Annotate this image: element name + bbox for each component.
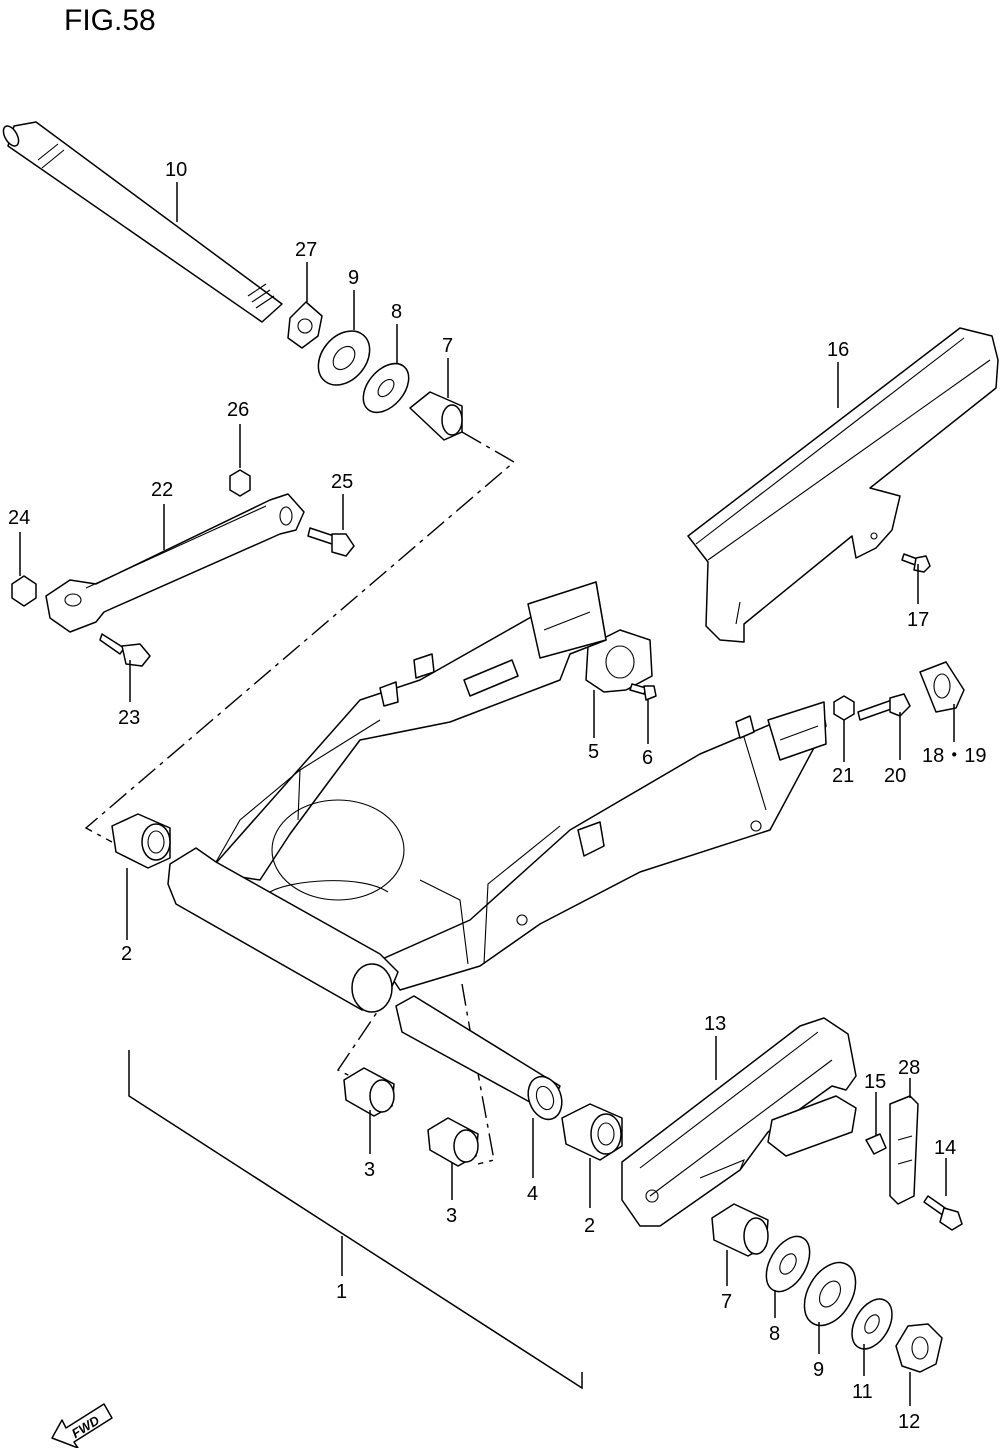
part-7-bushing-top[interactable]	[409, 391, 463, 441]
part-9-washer-lower[interactable]	[794, 1254, 866, 1335]
callout-20: 20	[884, 765, 906, 787]
callout-22: 22	[151, 479, 173, 501]
callout-11: 11	[852, 1381, 873, 1403]
callout-2-left: 2	[121, 943, 132, 965]
part-8-washer-lower[interactable]	[757, 1229, 818, 1299]
part-7-bushing-lower[interactable]	[711, 1203, 769, 1257]
part-6-screw[interactable]	[629, 683, 657, 701]
callout-18-19: 18・19	[922, 745, 987, 767]
part-11-washer[interactable]	[844, 1292, 900, 1356]
part-27-adjust-nut[interactable]	[287, 301, 323, 349]
part-20-adjuster-bolt[interactable]	[857, 693, 911, 721]
part-4-pivot-collar[interactable]	[395, 995, 568, 1124]
part-3-bushing-lower[interactable]	[427, 1117, 479, 1167]
part-1-swingarm[interactable]	[167, 581, 827, 1013]
part-3-bushing-upper[interactable]	[343, 1067, 395, 1117]
callout-21: 21	[832, 765, 854, 787]
callout-27: 27	[295, 239, 317, 261]
part-5-plate[interactable]	[585, 629, 653, 693]
part-14-bolt[interactable]	[923, 1195, 963, 1231]
part-26-nut[interactable]	[229, 469, 251, 497]
part-24-nut[interactable]	[11, 575, 37, 607]
part-23-bolt[interactable]	[99, 633, 151, 667]
callout-16: 16	[827, 339, 849, 361]
callout-9-lower: 9	[813, 1359, 824, 1381]
callout-7-top: 7	[442, 335, 453, 357]
callout-3-lower: 3	[446, 1205, 457, 1227]
callout-4: 4	[527, 1183, 538, 1205]
alignment-centerline-lower	[336, 983, 495, 1165]
part-10-pivot-shaft[interactable]	[0, 121, 283, 323]
callout-12: 12	[898, 1411, 920, 1433]
part-16-chain-guard[interactable]	[687, 327, 999, 643]
callout-2-right: 2	[584, 1215, 595, 1237]
leader-lines	[19, 182, 955, 1406]
fwd-direction-arrow: FWD	[51, 1403, 113, 1448]
part-2-bearing-right[interactable]	[561, 1103, 623, 1161]
part-15-collar[interactable]	[865, 1133, 887, 1155]
callout-9-top: 9	[348, 267, 359, 289]
part-9-washer-top[interactable]	[308, 321, 380, 395]
part-18-19-adjuster-block[interactable]	[919, 661, 965, 713]
figure-title: FIG.58	[64, 4, 156, 37]
callout-3-upper: 3	[364, 1159, 375, 1181]
part-21-nut[interactable]	[833, 695, 855, 721]
callout-24: 24	[8, 507, 30, 529]
part-8-washer-top[interactable]	[354, 355, 418, 421]
callout-28: 28	[898, 1057, 920, 1079]
callout-7-lower: 7	[721, 1291, 732, 1313]
part-2-bearing-left[interactable]	[111, 813, 171, 869]
callout-8-top: 8	[391, 301, 402, 323]
callout-23: 23	[118, 707, 140, 729]
callout-13: 13	[704, 1013, 726, 1035]
callout-1: 1	[336, 1281, 347, 1303]
part-25-bolt[interactable]	[307, 527, 355, 557]
callout-10: 10	[165, 159, 187, 181]
callout-14: 14	[934, 1137, 956, 1159]
callout-25: 25	[331, 471, 353, 493]
callout-labels: 10 27 9 8 7 26 22 25 24 23 16 17 5 6 18・…	[8, 159, 987, 1433]
callout-8-lower: 8	[769, 1323, 780, 1345]
alignment-centerline-left	[84, 431, 516, 843]
part-28-bracket[interactable]	[889, 1095, 919, 1205]
part-12-axle-nut[interactable]	[895, 1323, 943, 1373]
callout-26: 26	[227, 399, 249, 421]
callout-5: 5	[588, 741, 599, 763]
part-17-screw[interactable]	[901, 553, 931, 573]
callout-15: 15	[864, 1071, 886, 1093]
part-13-chain-case[interactable]	[621, 1017, 857, 1227]
part-22-torque-link[interactable]	[45, 493, 305, 633]
callout-6: 6	[642, 747, 653, 769]
callout-17: 17	[907, 609, 929, 631]
